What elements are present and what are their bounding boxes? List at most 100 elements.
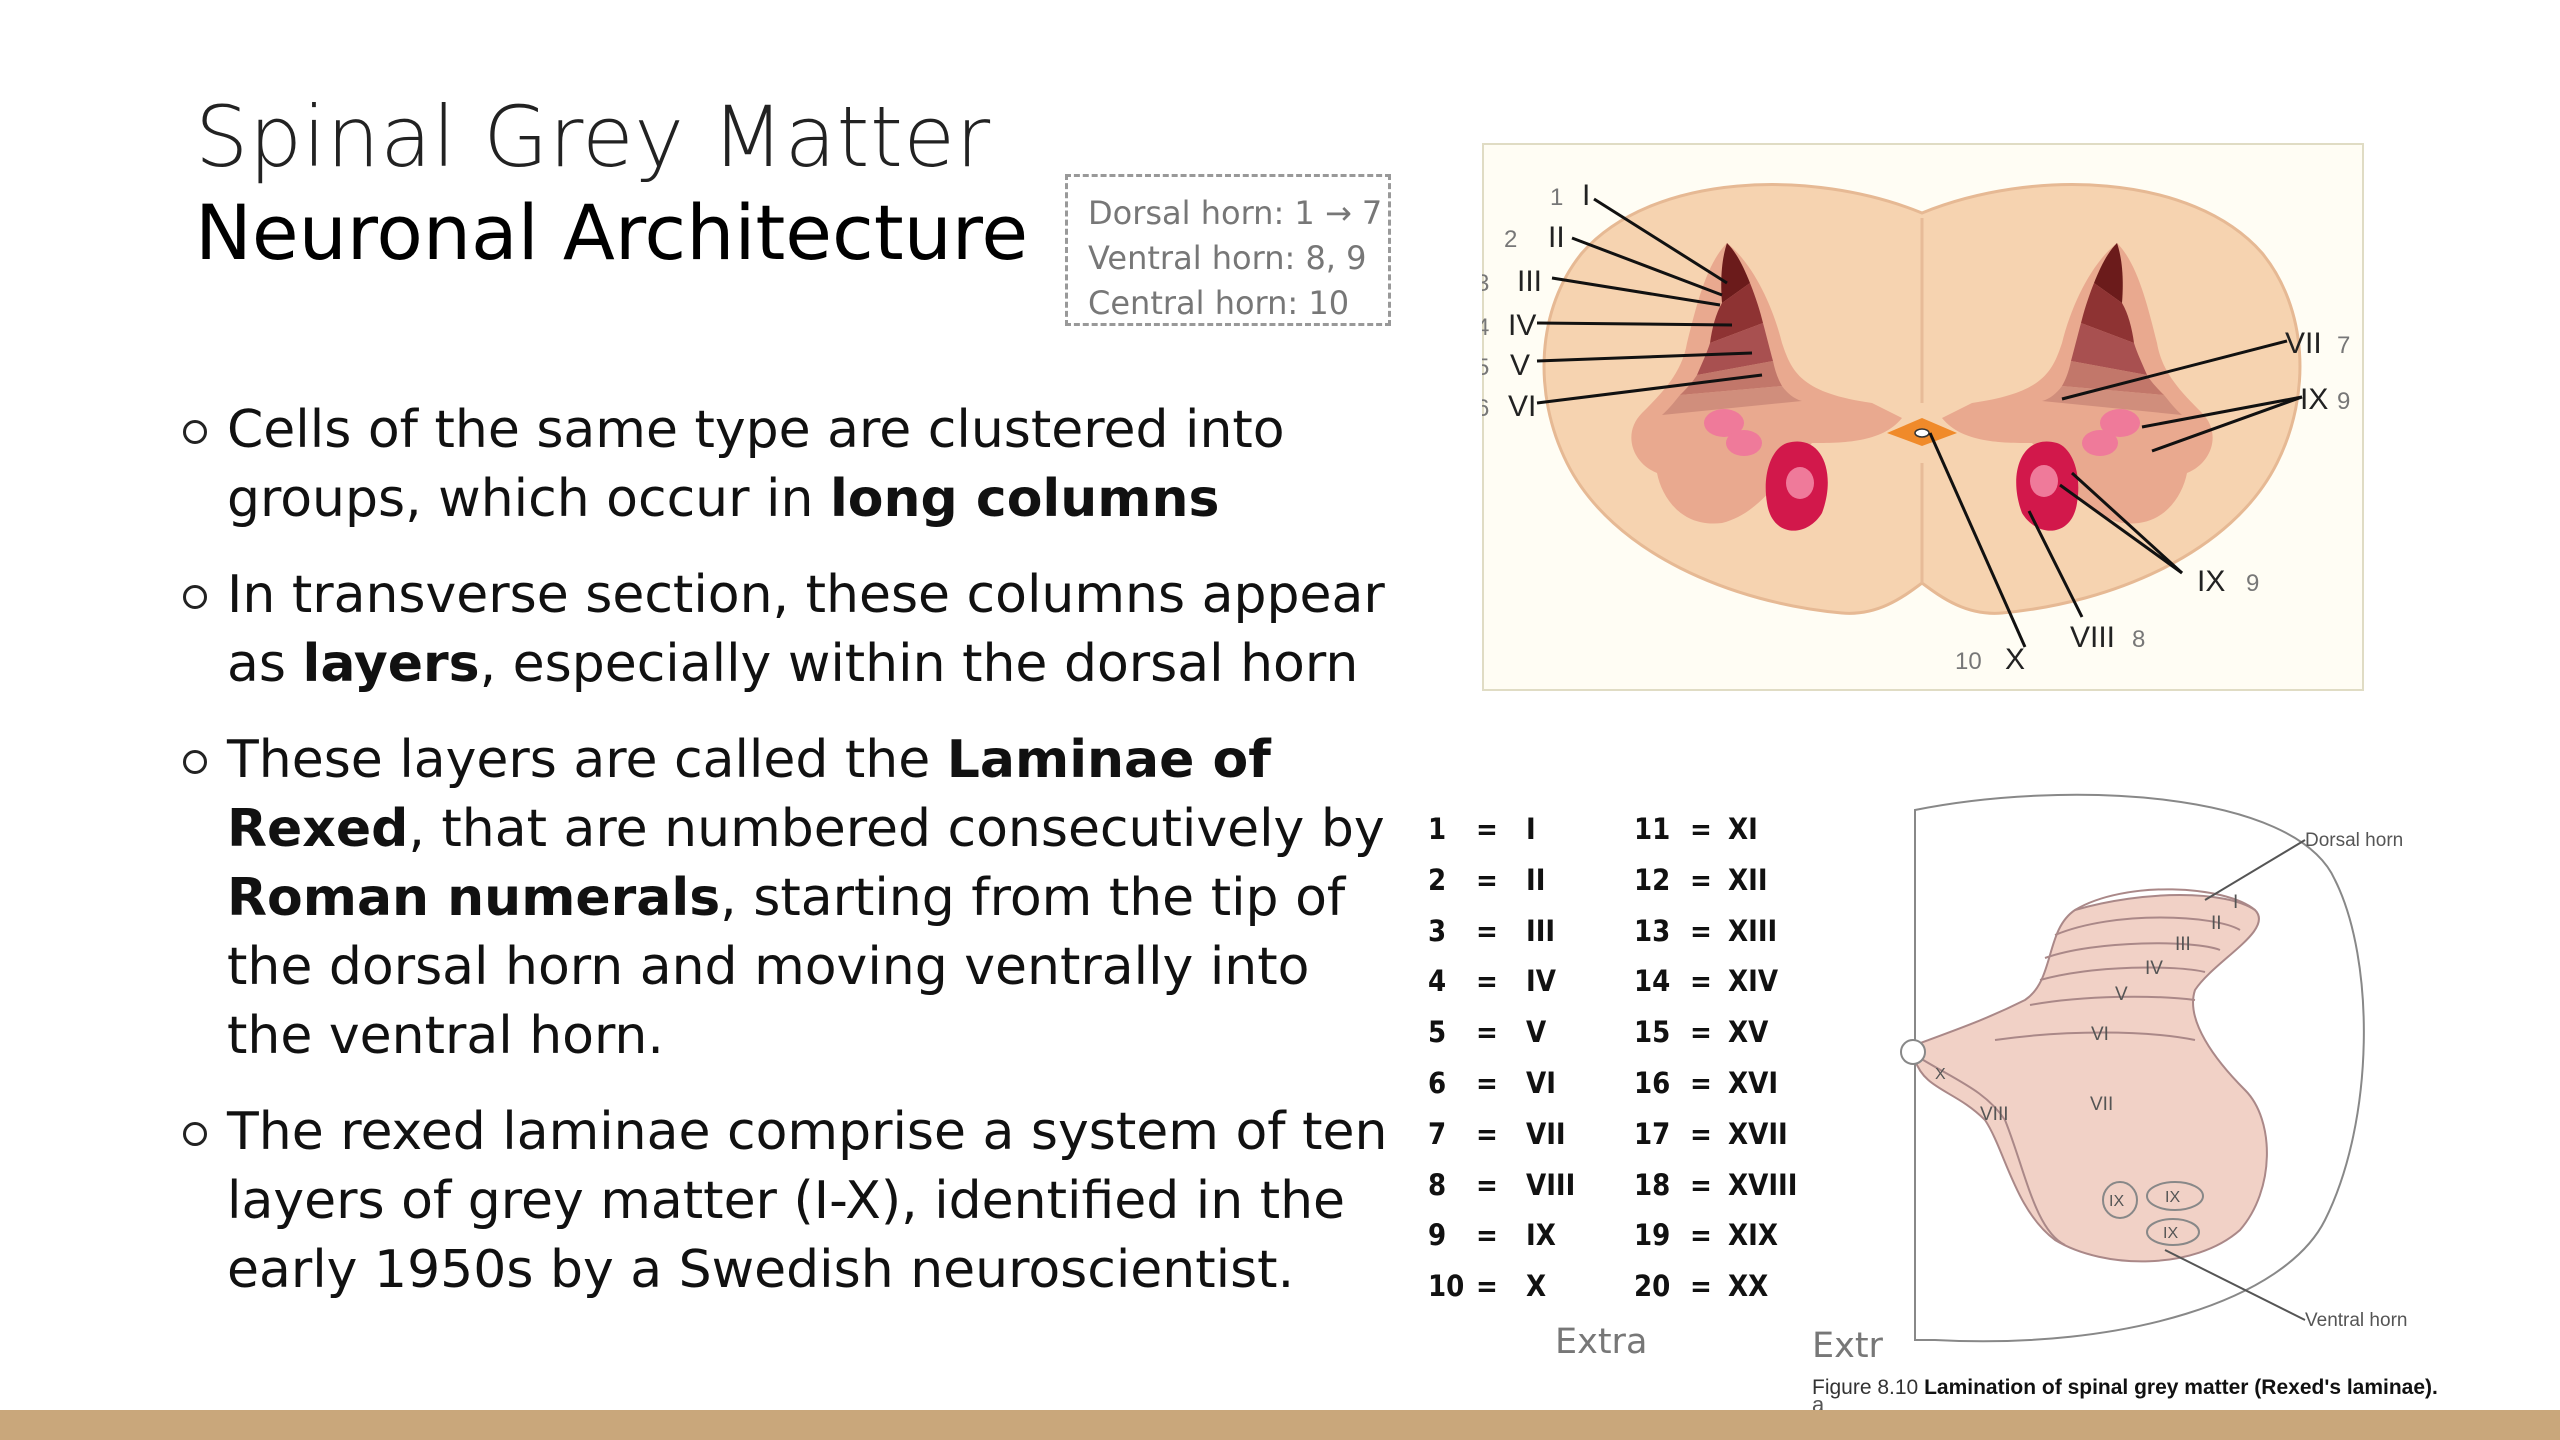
bullet-text: , especially within the dorsal horn [479, 634, 1359, 694]
bullet-bold: Roman numerals [227, 868, 721, 928]
equals-sign: = [1476, 1218, 1498, 1253]
bullet-bold: Laminae of Rexed [227, 730, 1271, 859]
fig2-lamina-label: V [2115, 984, 2128, 1005]
fig2-lamina-label: IX [2109, 1193, 2124, 1210]
arabic-number: 2 [1428, 862, 1447, 897]
caption-figure-number: Figure 8.10 [1812, 1376, 1919, 1399]
fig2-lamina-label: X [1935, 1066, 1946, 1083]
bullet-text: These layers are called the [227, 730, 947, 790]
slide-subtitle: Neuronal Architecture [195, 188, 1029, 277]
equals-sign: = [1690, 1167, 1712, 1202]
fig2-lamina-label: VI [2091, 1024, 2109, 1045]
fig1-num-label: 10 [1955, 648, 1982, 675]
equals-sign: = [1476, 1065, 1498, 1100]
fig2-dorsal-horn-label: Dorsal horn [2305, 830, 2403, 851]
extra-label-right: Extr [1812, 1326, 1883, 1366]
fig1-roman-label: I [1582, 179, 1590, 212]
equals-sign: = [1476, 1167, 1498, 1202]
note-dorsal: Dorsal horn: 1 → 7 [1088, 194, 1383, 232]
roman-numeral: XV [1728, 1015, 1769, 1050]
bullet-text: The rexed laminae comprise a system of t… [227, 1102, 1388, 1300]
roman-numeral: VI [1526, 1065, 1556, 1100]
arabic-number: 10 [1428, 1269, 1465, 1304]
roman-numeral: X [1526, 1269, 1547, 1304]
bullet-item: In transverse section, these columns app… [175, 561, 1395, 699]
fig1-roman-label: V [1510, 349, 1530, 382]
slide-title: Spinal Grey Matter [195, 88, 991, 186]
bullet-item: The rexed laminae comprise a system of t… [175, 1098, 1395, 1305]
caption-text: Lamination of spinal grey matter (Rexed'… [1924, 1376, 2438, 1399]
fig1-num-label: 9 [2337, 388, 2350, 415]
fig1-num-label: 3 [1482, 270, 1489, 297]
arabic-number: 19 [1634, 1218, 1671, 1253]
roman-numeral: XVI [1728, 1065, 1779, 1100]
fig2-lamina-label: IX [2165, 1189, 2180, 1206]
arabic-number: 5 [1428, 1015, 1447, 1050]
fig1-num-label: 6 [1482, 395, 1489, 422]
equals-sign: = [1690, 964, 1712, 999]
bottom-accent-bar [0, 1410, 2560, 1440]
equals-sign: = [1476, 812, 1498, 846]
equals-sign: = [1476, 1015, 1498, 1050]
bullet-list: Cells of the same type are clustered int… [175, 396, 1395, 1332]
horn-note-box: Dorsal horn: 1 → 7 Ventral horn: 8, 9 Ce… [1065, 174, 1391, 326]
arabic-number: 17 [1634, 1116, 1671, 1151]
fig1-roman-label: II [1548, 221, 1565, 254]
bullet-circle-icon [183, 1122, 207, 1146]
arabic-number: 7 [1428, 1116, 1447, 1151]
extra-label-left: Extra [1555, 1322, 1648, 1362]
fig2-lamina-label: I [2233, 892, 2238, 913]
roman-numeral: III [1526, 913, 1556, 948]
fig1-num-label: 2 [1504, 226, 1517, 253]
equals-sign: = [1690, 913, 1712, 948]
equals-sign: = [1476, 1116, 1498, 1151]
rexed-laminae-colored-figure: 1 I 2 II 3 III 4 IV 5 V 6 VI VII 7 IX 9 … [1482, 143, 2364, 691]
roman-numeral: XVII [1728, 1116, 1788, 1151]
fig1-roman-label: IX [2300, 383, 2328, 416]
fig2-lamina-label: VII [2090, 1094, 2113, 1115]
fig2-lamina-label: II [2211, 913, 2222, 934]
equals-sign: = [1690, 862, 1712, 897]
fig2-lamina-label: III [2175, 934, 2191, 955]
rexed-laminae-line-figure: Dorsal horn Ventral horn I II III IV V V… [1900, 793, 2407, 1343]
arabic-number: 15 [1634, 1015, 1671, 1050]
fig1-roman-label: IX [2197, 565, 2225, 598]
roman-numeral: XII [1728, 862, 1768, 897]
bullet-item: Cells of the same type are clustered int… [175, 396, 1395, 534]
fig1-num-label: 8 [2132, 626, 2145, 653]
arabic-number: 8 [1428, 1167, 1447, 1202]
fig1-roman-label: IV [1508, 309, 1536, 342]
arabic-number: 3 [1428, 913, 1447, 948]
bullet-item: These layers are called the Laminae of R… [175, 726, 1395, 1071]
roman-numeral: XIV [1728, 964, 1779, 999]
arabic-number: 20 [1634, 1269, 1671, 1304]
arabic-number: 6 [1428, 1065, 1447, 1100]
equals-sign: = [1476, 964, 1498, 999]
equals-sign: = [1476, 862, 1498, 897]
fig1-roman-label: VII [2285, 327, 2322, 360]
arabic-number: 14 [1634, 964, 1671, 999]
fig1-roman-label: VI [1508, 390, 1536, 423]
roman-numeral: XX [1728, 1269, 1769, 1304]
bullet-text: , starting from the tip of the dorsal ho… [227, 868, 1346, 1066]
bullet-text: , that are numbered consecutively by [408, 799, 1385, 859]
equals-sign: = [1690, 1065, 1712, 1100]
roman-numeral: IV [1526, 964, 1556, 999]
fig1-num-label: 1 [1550, 184, 1563, 211]
bullet-circle-icon [183, 420, 207, 444]
fig1-num-label: 4 [1482, 314, 1489, 341]
fig2-lamina-label: VIII [1980, 1104, 2009, 1125]
roman-numeral: XIX [1728, 1218, 1778, 1253]
equals-sign: = [1690, 1015, 1712, 1050]
arabic-number: 13 [1634, 913, 1671, 948]
bullet-bold: layers [302, 634, 480, 694]
equals-sign: = [1690, 1116, 1712, 1151]
fig1-num-label: 5 [1482, 354, 1489, 381]
arabic-number: 11 [1634, 812, 1671, 846]
arabic-number: 4 [1428, 964, 1447, 999]
bullet-circle-icon [183, 585, 207, 609]
fig2-lamina-label: IX [2163, 1225, 2178, 1242]
roman-numeral: VIII [1526, 1167, 1576, 1202]
roman-numeral: VII [1526, 1116, 1566, 1151]
roman-numeral: V [1526, 1015, 1547, 1050]
